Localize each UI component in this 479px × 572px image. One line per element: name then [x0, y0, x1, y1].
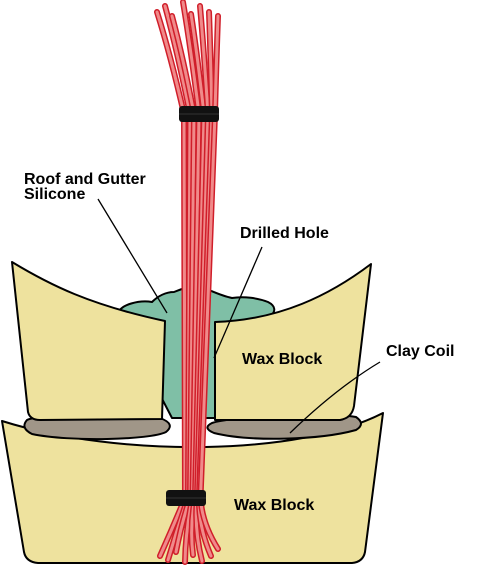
drilled-hole-label: Drilled Hole [240, 225, 329, 242]
bottom-wax-block-label: Wax Block [234, 497, 314, 514]
top-wax-block-left [11, 261, 166, 421]
drilled-hole-leader-line [213, 246, 263, 359]
top-wax-block-right [214, 263, 372, 421]
silicone-leader-line [97, 198, 168, 314]
clay-coil-leader-line [289, 361, 381, 434]
silicone-label-line2: Silicone [24, 186, 85, 203]
top-wax-block-label: Wax Block [242, 351, 322, 368]
clay-coil-label: Clay Coil [386, 343, 454, 360]
silicone-label-line1: Roof and Gutter [24, 171, 146, 188]
